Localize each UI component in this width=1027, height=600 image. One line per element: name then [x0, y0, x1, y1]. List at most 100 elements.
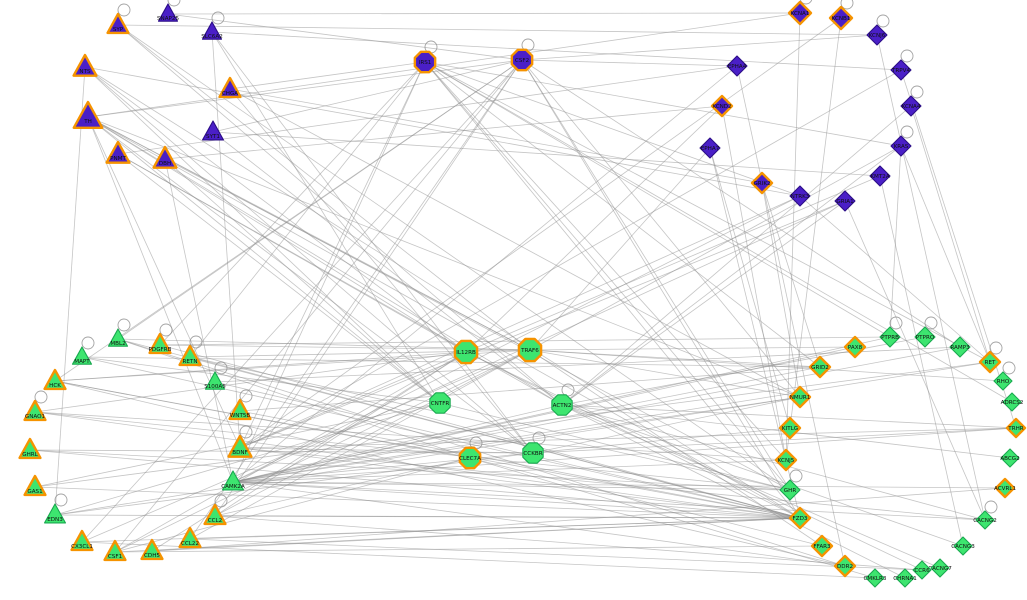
edge	[189, 61, 426, 358]
node-chga[interactable]: CHGA	[218, 76, 242, 99]
node-th[interactable]: TH	[72, 100, 104, 129]
diamond-node-shape	[869, 165, 891, 187]
self-loop-edge	[214, 494, 228, 508]
node-kcnj6[interactable]: KCNJ6	[866, 24, 888, 46]
edge	[736, 65, 846, 567]
node-kcna1[interactable]: KCNA1	[787, 0, 813, 26]
node-ghrl[interactable]: GHRL	[18, 437, 42, 460]
edges-layer	[29, 12, 1017, 579]
self-loop-edge	[117, 3, 131, 17]
triangle-node-shape	[201, 21, 223, 40]
diamond-node-shape	[778, 416, 802, 440]
node-cx3cl1[interactable]: CX3CL1	[70, 529, 94, 552]
node-cacng3[interactable]: CACNG3	[951, 536, 975, 556]
node-acvrl1[interactable]: ACVRL1	[994, 477, 1016, 499]
node-pnmt[interactable]: PNMT	[105, 140, 131, 164]
edge	[232, 346, 961, 483]
node-irs1[interactable]: IRS1	[413, 50, 437, 74]
octagon-node-shape	[458, 446, 482, 470]
node-grik2[interactable]: GRIK2	[750, 171, 774, 195]
diamond-node-shape	[978, 350, 1002, 374]
edge	[81, 356, 821, 368]
node-ddr2[interactable]: DDR2	[833, 554, 857, 578]
node-trpv4[interactable]: TRPV4	[890, 59, 912, 81]
edge	[214, 346, 961, 383]
triangle-node-shape	[204, 371, 226, 390]
self-loop-edge	[900, 125, 914, 139]
triangle-node-shape	[148, 332, 172, 355]
node-rho[interactable]: RHO	[993, 371, 1013, 391]
node-il12rb[interactable]: IL12RB	[453, 339, 479, 365]
node-cacng2[interactable]: CACNG2	[973, 510, 997, 530]
diamond-node-shape	[750, 171, 774, 195]
node-traf6[interactable]: TRAF6	[517, 337, 543, 363]
node-adgrg2[interactable]: ADRCS2	[1001, 392, 1024, 412]
node-kcna4[interactable]: KCNA4	[900, 95, 922, 117]
edge	[214, 381, 801, 519]
edge	[529, 346, 856, 351]
node-pax8[interactable]: PAX8	[843, 335, 867, 359]
edge	[232, 366, 821, 483]
triangle-node-shape	[72, 100, 104, 129]
node-kcnb1[interactable]: KCNB1	[828, 5, 854, 31]
edge	[164, 105, 723, 160]
node-abcg2[interactable]: ABCG2	[1000, 448, 1020, 468]
edge	[34, 411, 791, 491]
edge	[229, 88, 763, 184]
node-epha7[interactable]: EPHA7	[699, 137, 721, 159]
node-cckbr[interactable]: CCKBR	[522, 442, 544, 464]
edge	[465, 351, 801, 519]
node-snap25[interactable]: SNAP25	[157, 3, 179, 22]
triangle-node-shape	[71, 346, 93, 365]
edge	[424, 61, 902, 147]
edge	[114, 351, 467, 553]
node-hck[interactable]: HCK	[43, 368, 67, 391]
edge	[799, 195, 991, 363]
node-ffar3[interactable]: FFAR3	[810, 534, 834, 558]
node-ramp3[interactable]: RAMP3	[949, 336, 971, 358]
node-ccr6[interactable]: CCR6	[912, 560, 932, 580]
node-clec7a[interactable]: CLEC7A	[458, 446, 482, 470]
node-mbl2[interactable]: MBL2	[107, 328, 129, 347]
self-loop-edge	[81, 336, 95, 350]
node-syp[interactable]: SYP	[106, 12, 130, 35]
diamond-node-shape	[808, 355, 832, 379]
triangle-node-shape	[103, 539, 127, 562]
node-kras[interactable]: KRAS	[890, 135, 912, 157]
node-nts[interactable]: NTS	[72, 53, 98, 77]
triangle-node-shape	[70, 529, 94, 552]
node-kcnj5[interactable]: KCNJ5	[774, 448, 798, 472]
triangle-node-shape	[152, 145, 178, 169]
edge	[117, 24, 791, 491]
edge	[54, 351, 467, 382]
node-epha4[interactable]: EPHA4	[726, 55, 748, 77]
node-ntrk3[interactable]: NTRK3	[789, 185, 811, 207]
self-loop-edge	[876, 14, 890, 28]
triangle-node-shape	[43, 368, 67, 391]
node-chrna1[interactable]: CHRNA1	[893, 568, 917, 588]
triangle-node-shape	[23, 474, 47, 497]
node-trhr[interactable]: TRHR	[1005, 417, 1027, 439]
node-kcnma1[interactable]: KMT2A	[869, 165, 891, 187]
node-cmklr1[interactable]: CMKLR3	[864, 568, 887, 588]
diamond-node-shape	[1000, 448, 1020, 468]
node-ptprb[interactable]: PTPRB	[879, 326, 901, 348]
node-actn2[interactable]: ACTN2	[551, 394, 573, 416]
node-slc6a2[interactable]: SLC6A2	[201, 21, 223, 40]
node-csf2[interactable]: CSF2	[510, 48, 534, 72]
edge	[239, 69, 902, 449]
node-gnao1[interactable]: GNAO1	[23, 399, 47, 422]
self-loop-edge	[989, 341, 1003, 355]
node-mapt[interactable]: MAPT	[71, 346, 93, 365]
edge	[87, 116, 801, 398]
node-ccl22[interactable]: CCL22	[178, 526, 202, 549]
triangle-node-shape	[218, 76, 242, 99]
node-cacng7[interactable]: CACNG7	[928, 558, 952, 578]
self-loop-edge	[789, 469, 803, 483]
node-cntfr[interactable]: CNTFR	[429, 392, 451, 414]
edge	[561, 404, 906, 579]
self-loop-edge	[799, 0, 813, 5]
node-kitlg[interactable]: KITLG	[778, 416, 802, 440]
